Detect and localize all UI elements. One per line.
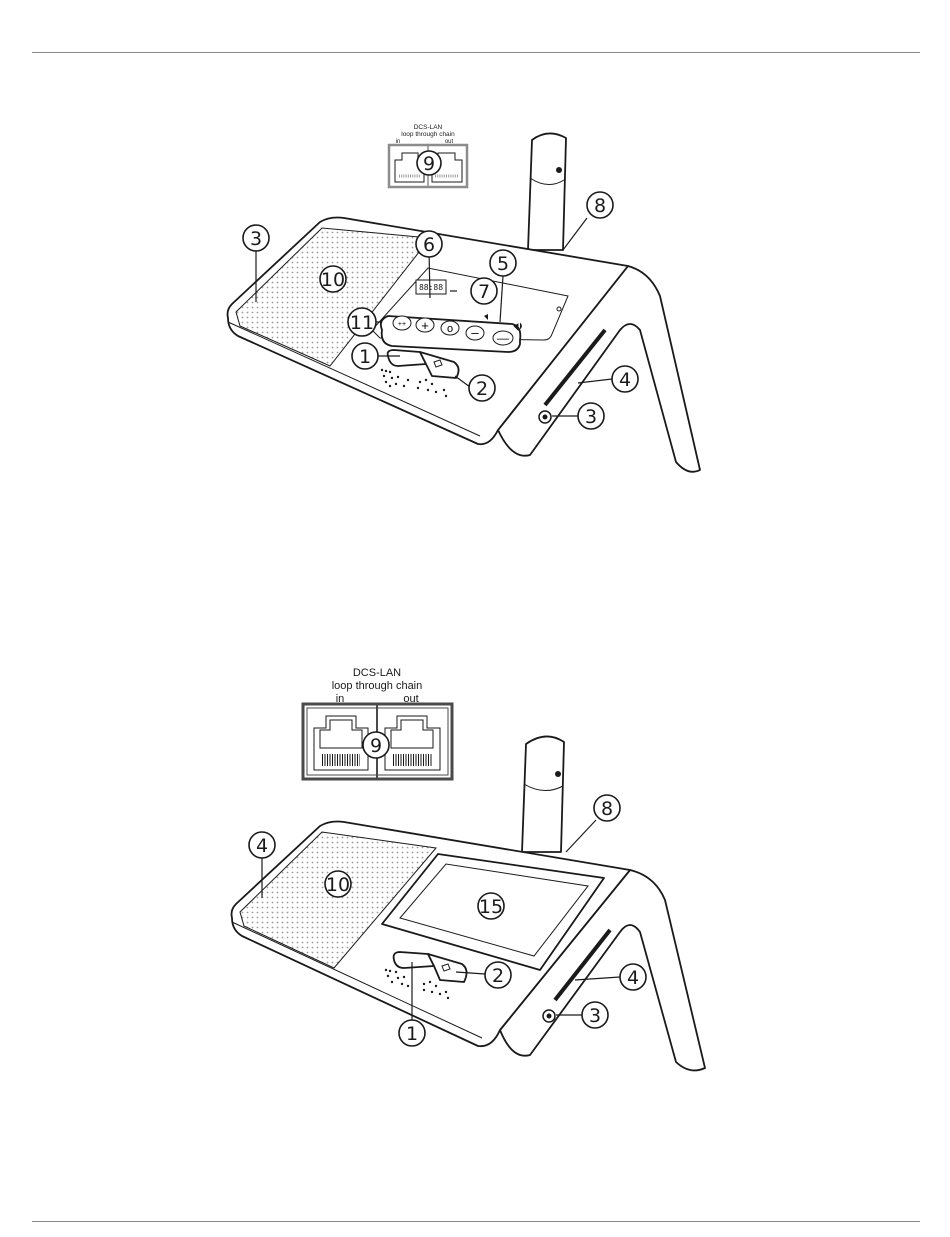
callout-3-right: 3 xyxy=(578,403,604,429)
callout-3: 3 xyxy=(582,1002,608,1028)
svg-text:–: – xyxy=(471,325,479,340)
callout-5: 5 xyxy=(490,250,516,276)
svg-text:11: 11 xyxy=(350,312,374,334)
unit-body xyxy=(232,822,631,1047)
svg-text:4: 4 xyxy=(619,369,631,391)
svg-text:––: –– xyxy=(497,333,510,345)
connector-subtitle: loop through chain xyxy=(332,680,423,692)
callout-9-large: 9 xyxy=(363,732,389,758)
lcd-display-text: 88:88 xyxy=(419,283,443,292)
button-zero[interactable]: o xyxy=(441,321,459,335)
connector-title: DCS-LAN xyxy=(353,667,401,679)
callout-15: 15 xyxy=(478,893,504,919)
callout-1: 1 xyxy=(399,1020,425,1046)
svg-text:9: 9 xyxy=(370,735,382,757)
callout-2: 2 xyxy=(485,962,511,988)
callout-10: 10 xyxy=(320,266,346,292)
callout-3-left: 3 xyxy=(243,225,269,251)
figure-top-unit: DCS-LAN loop through chain in out 9 xyxy=(228,124,701,472)
svg-text:1: 1 xyxy=(359,346,371,368)
svg-text:10: 10 xyxy=(321,269,345,291)
callout-2: 2 xyxy=(469,375,495,401)
button-plus-plus[interactable]: ++ xyxy=(393,316,411,330)
svg-text:4: 4 xyxy=(256,835,268,857)
svg-text:9: 9 xyxy=(423,153,435,175)
callout-10: 10 xyxy=(325,871,351,897)
svg-text:3: 3 xyxy=(250,228,262,250)
callout-7: 7 xyxy=(471,278,497,304)
svg-text:o: o xyxy=(447,323,453,335)
svg-text:1: 1 xyxy=(406,1023,418,1045)
svg-text:6: 6 xyxy=(423,234,435,256)
connector-title: DCS-LAN xyxy=(414,124,443,131)
callout-4: 4 xyxy=(612,366,638,392)
svg-text:2: 2 xyxy=(492,965,504,987)
callout-4-right: 4 xyxy=(620,964,646,990)
svg-text:10: 10 xyxy=(326,874,350,896)
callout-8: 8 xyxy=(587,192,613,218)
callout-8: 8 xyxy=(594,795,620,821)
figure-bottom-unit: DCS-LAN loop through chain in out 9 xyxy=(232,667,706,1070)
svg-text:2: 2 xyxy=(476,378,488,400)
callout-11: 11 xyxy=(348,308,376,336)
svg-text:++: ++ xyxy=(398,321,406,328)
button-minus-minus[interactable]: –– xyxy=(493,331,513,345)
svg-text:5: 5 xyxy=(497,253,509,275)
microphone-stem xyxy=(528,133,566,250)
svg-text:15: 15 xyxy=(479,896,503,918)
indicator-led xyxy=(557,307,561,311)
svg-text:+: + xyxy=(421,318,429,333)
connector-panel-small: DCS-LAN loop through chain in out 9 xyxy=(389,124,467,187)
svg-text:8: 8 xyxy=(594,195,606,217)
connector-subtitle: loop through chain xyxy=(401,131,455,138)
svg-text:3: 3 xyxy=(585,406,597,428)
callout-6: 6 xyxy=(416,231,442,257)
svg-text:3: 3 xyxy=(589,1005,601,1027)
svg-text:7: 7 xyxy=(478,281,490,303)
callout-9-small: 9 xyxy=(417,151,441,175)
microphone-stem xyxy=(522,736,564,852)
callout-1: 1 xyxy=(352,343,378,369)
connector-panel-large: DCS-LAN loop through chain in out 9 xyxy=(303,667,452,779)
callout-4-left: 4 xyxy=(249,832,275,858)
svg-text:8: 8 xyxy=(601,798,613,820)
svg-text:4: 4 xyxy=(627,967,639,989)
